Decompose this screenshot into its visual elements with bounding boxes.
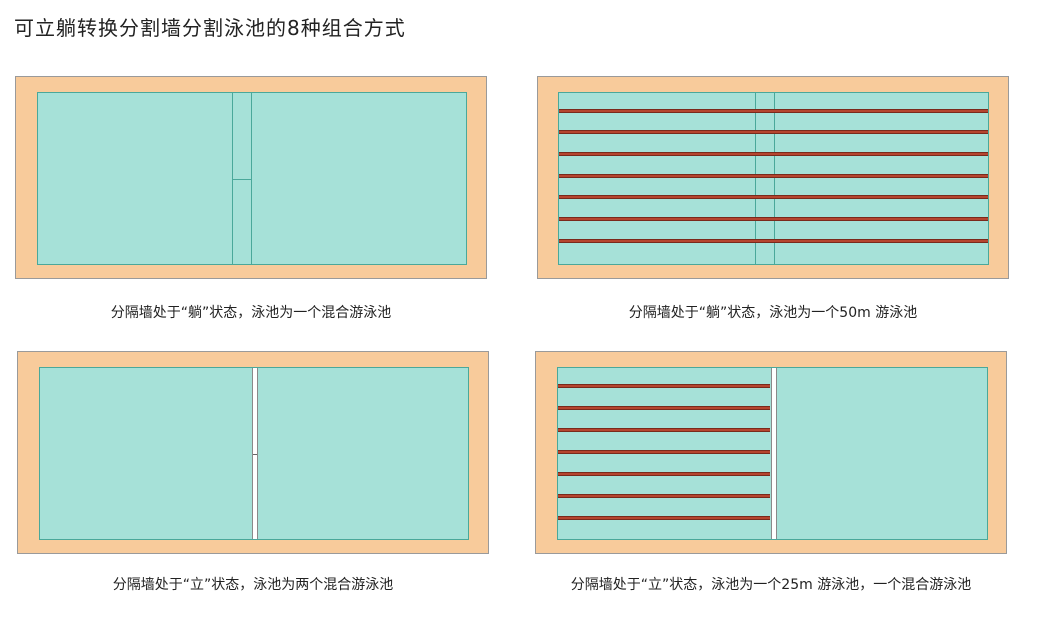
lying-divider-wall [232, 93, 252, 264]
lane-rope [559, 174, 988, 178]
pool-water [39, 367, 469, 540]
lane-rope [559, 152, 988, 156]
standing-divider-wall [252, 368, 258, 539]
lane-rope [559, 217, 988, 221]
wall-segment-joint [233, 179, 251, 180]
lane-rope [558, 472, 770, 476]
lane-rope [559, 130, 988, 134]
pool-diagram-3 [17, 351, 489, 554]
pool-diagram-2 [537, 76, 1009, 279]
lane-rope [558, 406, 770, 410]
lane-rope [558, 494, 770, 498]
caption-2: 分隔墙处于“躺”状态，泳池为一个50m 游泳池 [628, 305, 918, 321]
pool-diagram-4 [535, 351, 1007, 554]
lane-rope [558, 428, 770, 432]
lying-divider-wall [755, 93, 775, 264]
page-title: 可立躺转换分割墙分割泳池的8种组合方式 [14, 16, 406, 40]
caption-1: 分隔墙处于“躺”状态，泳池为一个混合游泳池 [110, 305, 392, 321]
pool-diagram-1 [15, 76, 487, 279]
lane-rope [559, 195, 988, 199]
standing-divider-wall [771, 368, 777, 539]
lane-rope [559, 239, 988, 243]
caption-4: 分隔墙处于“立”状态，泳池为一个25m 游泳池，一个混合游泳池 [570, 577, 972, 593]
pool-water [37, 92, 467, 265]
pool-water [558, 92, 989, 265]
lane-rope [558, 516, 770, 520]
pool-water [557, 367, 988, 540]
lane-rope [559, 109, 988, 113]
lane-rope [558, 384, 770, 388]
caption-3: 分隔墙处于“立”状态，泳池为两个混合游泳池 [112, 577, 394, 593]
wall-segment-joint [253, 454, 257, 455]
lane-rope [558, 450, 770, 454]
